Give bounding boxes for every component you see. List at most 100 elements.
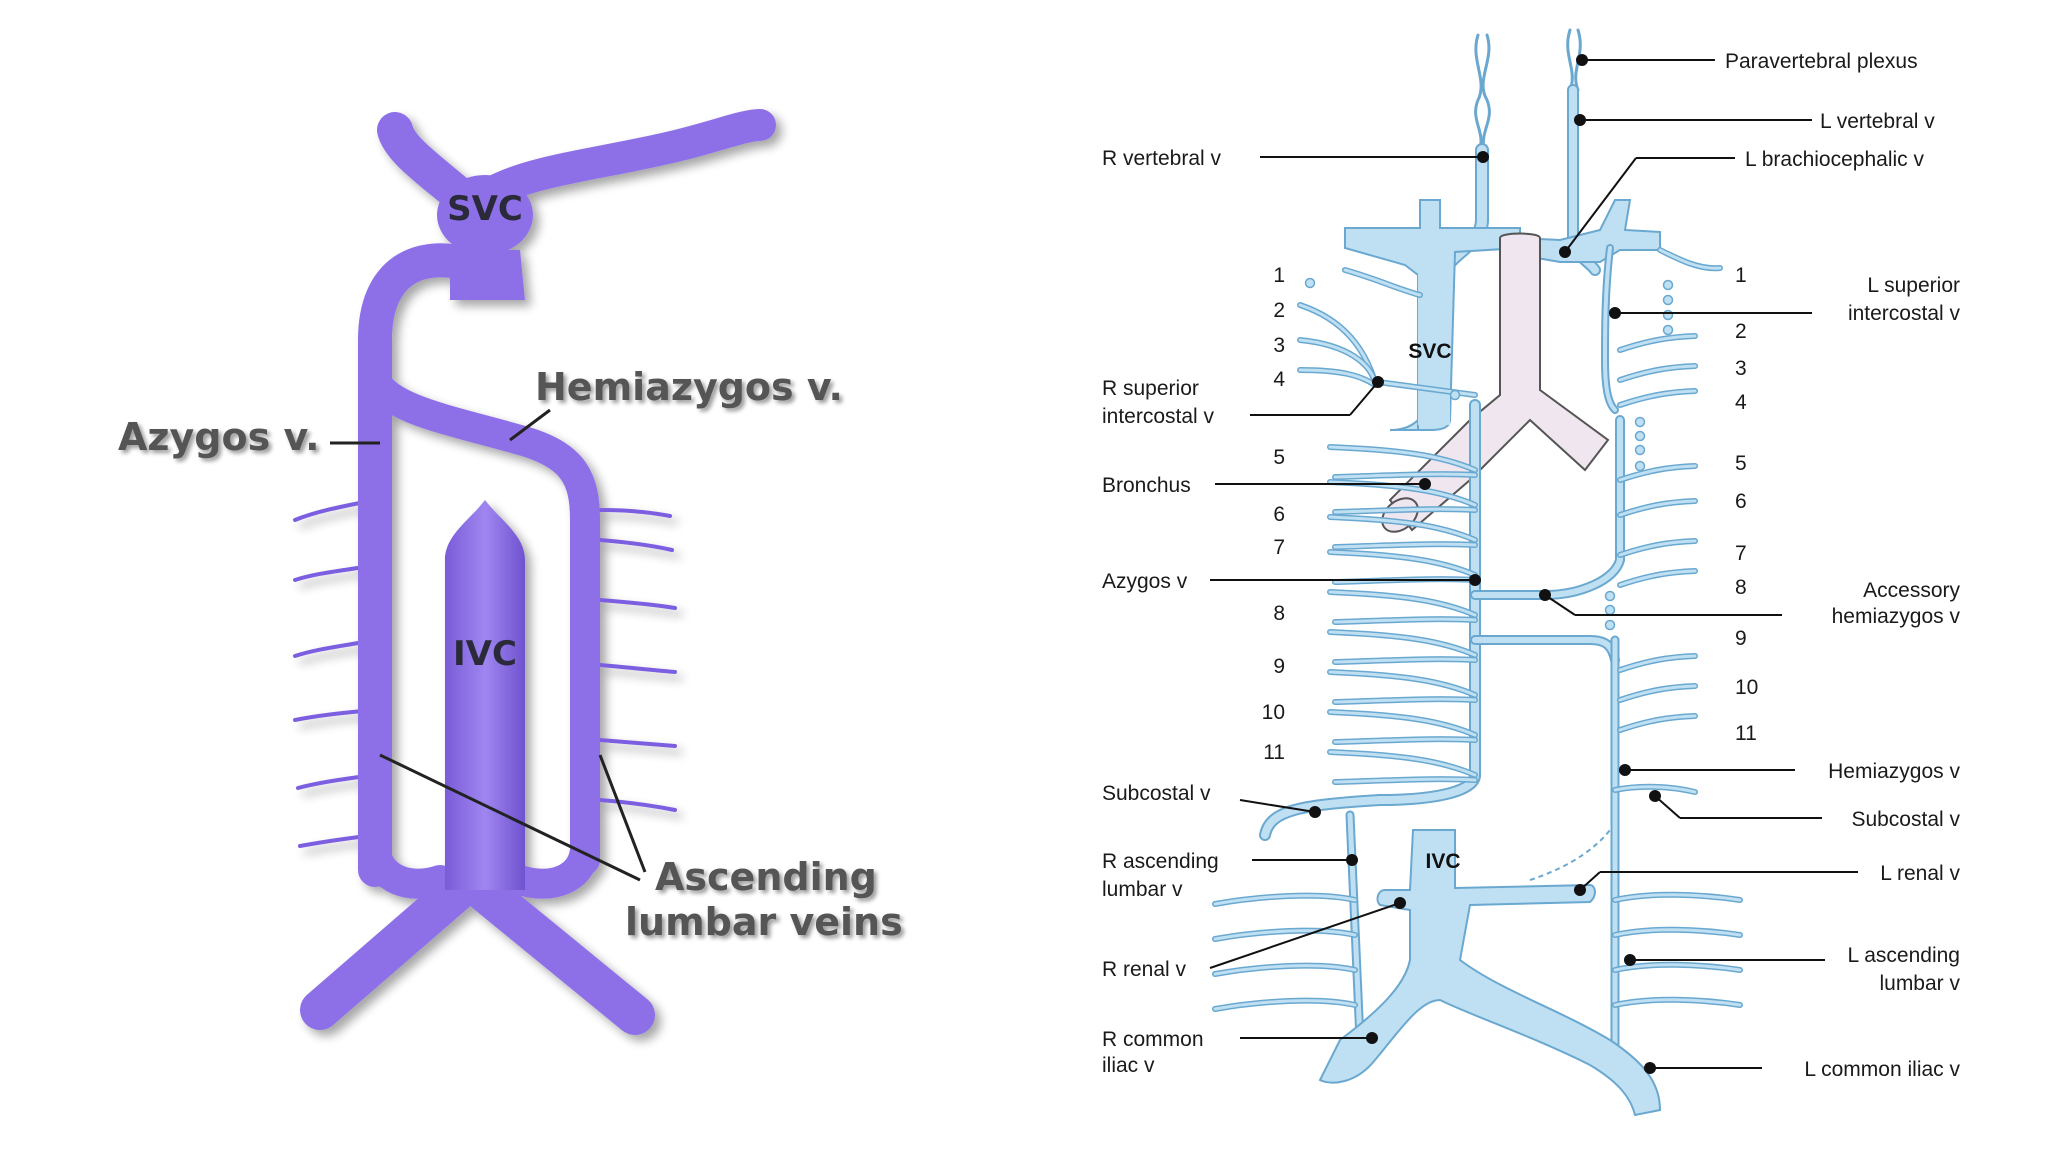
intercostal-vein bbox=[1613, 928, 1742, 937]
intercostal-vein bbox=[1618, 464, 1697, 482]
rib-number-left: 1 bbox=[1273, 264, 1285, 287]
plexus-bead bbox=[1634, 460, 1646, 472]
plexus-bead bbox=[1634, 430, 1646, 442]
intercostal-vein bbox=[1618, 654, 1697, 672]
intercostal-vein-outline bbox=[1327, 629, 1478, 658]
intercostal-vein bbox=[1333, 617, 1477, 624]
rib-number-left: 10 bbox=[1262, 701, 1285, 724]
plexus-bead bbox=[1662, 324, 1674, 336]
plexus-bead bbox=[1634, 416, 1646, 428]
ivc-label-schematic: IVC bbox=[1425, 850, 1460, 873]
l-brachiocephalic-schematic bbox=[1519, 199, 1661, 263]
intercostal-vein bbox=[1613, 998, 1742, 1007]
ascending-lumbar-label-line2: lumbar veins bbox=[625, 900, 903, 944]
intercostal-vein bbox=[1618, 334, 1697, 352]
intercostal-vein bbox=[1613, 963, 1742, 972]
rib-number-right: 6 bbox=[1735, 490, 1747, 513]
rib-number-right: 9 bbox=[1735, 627, 1747, 650]
label-l-ascending-lumbar-1: L ascending bbox=[1848, 944, 1960, 967]
label-accessory-hemiazygos-1: Accessory bbox=[1863, 579, 1960, 602]
rib-number-left: 11 bbox=[1263, 741, 1285, 764]
label-bronchus: Bronchus bbox=[1102, 474, 1191, 497]
plexus-bead bbox=[1662, 279, 1674, 291]
label-l-ascending-lumbar-2: lumbar v bbox=[1879, 972, 1960, 995]
rib-number-right: 8 bbox=[1735, 576, 1747, 599]
azygos-label-3d: Azygos v. bbox=[118, 415, 320, 459]
rib-number-left: 7 bbox=[1273, 536, 1285, 559]
rib-number-right: 11 bbox=[1735, 722, 1757, 745]
rib-number-right: 1 bbox=[1735, 264, 1747, 287]
label-r-superior-intercostal-1: R superior bbox=[1102, 377, 1199, 400]
plexus-bead bbox=[1662, 294, 1674, 306]
label-r-vertebral: R vertebral v bbox=[1102, 147, 1222, 170]
rib-number-right: 4 bbox=[1735, 391, 1747, 414]
intercostal-vein bbox=[1328, 445, 1477, 472]
intercostal-vein bbox=[1298, 338, 1377, 384]
intercostal-vein bbox=[1213, 964, 1357, 976]
ivc-label-3d: IVC bbox=[453, 634, 517, 674]
intercostal-vein-outline bbox=[1657, 247, 1723, 272]
intercostal-vein bbox=[1333, 542, 1477, 549]
intercostal-vein bbox=[1618, 499, 1697, 517]
label-l-superior-intercostal-2: intercostal v bbox=[1848, 302, 1961, 325]
ivc-3d bbox=[445, 500, 525, 890]
label-accessory-hemiazygos-2: hemiazygos v bbox=[1832, 605, 1961, 628]
intercostal-vein bbox=[1333, 777, 1477, 784]
rib-number-left: 6 bbox=[1273, 503, 1285, 526]
intercostal-vein bbox=[1618, 684, 1697, 702]
plexus-bead bbox=[1604, 604, 1616, 616]
rib-number-right: 10 bbox=[1735, 676, 1758, 699]
plexus-bead bbox=[1304, 277, 1316, 289]
intercostal-vein bbox=[1213, 894, 1357, 906]
label-r-common-iliac-2: iliac v bbox=[1102, 1054, 1155, 1077]
intercostal-vein bbox=[1333, 507, 1477, 514]
intercostal-vein bbox=[1298, 368, 1377, 387]
rib-number-left: 9 bbox=[1273, 655, 1285, 678]
intercostal-vein bbox=[1613, 785, 1697, 794]
label-hemiazygos: Hemiazygos v bbox=[1828, 760, 1960, 783]
left-3d-venous-diagram bbox=[293, 109, 776, 1035]
intercostal-vein bbox=[1213, 999, 1357, 1011]
plexus-bead bbox=[1662, 309, 1674, 321]
plexus-bead bbox=[1449, 389, 1461, 401]
intercostal-vein bbox=[1328, 515, 1477, 542]
plexus-bead bbox=[1604, 619, 1616, 631]
plexus-bead bbox=[1634, 444, 1646, 456]
intercostal-vein bbox=[1328, 670, 1477, 697]
left-brachiocephalic-3d bbox=[464, 109, 776, 216]
left-diagram-leader-lines bbox=[330, 408, 647, 882]
left-common-iliac-3d bbox=[300, 860, 490, 1030]
left-diagram-labels: SVC IVC Azygos v. Hemiazygos v. Ascendin… bbox=[118, 189, 903, 944]
intercostal-vein bbox=[1618, 714, 1697, 732]
intercostal-vein-outline bbox=[1327, 549, 1478, 578]
intercostal-vein bbox=[1333, 697, 1477, 704]
right-intercostal-branches bbox=[598, 508, 677, 812]
rib-number-right: 5 bbox=[1735, 452, 1747, 475]
rib-number-left: 3 bbox=[1273, 334, 1285, 357]
label-l-superior-intercostal-1: L superior bbox=[1867, 274, 1960, 297]
label-l-renal: L renal v bbox=[1880, 862, 1960, 885]
svc-junction-3d bbox=[437, 175, 533, 255]
rib-number-left: 5 bbox=[1273, 446, 1285, 469]
label-subcostal-right: Subcostal v bbox=[1102, 782, 1211, 805]
svc-label-schematic: SVC bbox=[1408, 340, 1451, 363]
schematic-intercostal-branches bbox=[1212, 247, 1743, 1012]
right-common-iliac-3d bbox=[450, 860, 655, 1035]
intercostal-vein bbox=[1333, 657, 1477, 664]
rib-number-right: 7 bbox=[1735, 542, 1747, 565]
label-r-ascending-lumbar-2: lumbar v bbox=[1102, 878, 1183, 901]
svc-3d bbox=[450, 250, 525, 300]
label-r-superior-intercostal-2: intercostal v bbox=[1102, 405, 1215, 428]
schematic-dotted-plexus bbox=[1304, 277, 1674, 631]
rib-number-left: 8 bbox=[1273, 602, 1285, 625]
intercostal-vein bbox=[1613, 893, 1742, 902]
azygos-hemiazygos-system bbox=[1259, 244, 1625, 1055]
hemiazygos-label-3d: Hemiazygos v. bbox=[535, 365, 843, 409]
rib-number-right: 3 bbox=[1735, 357, 1747, 380]
hemiazygos-vein-3d bbox=[360, 365, 600, 875]
intercostal-vein bbox=[1328, 710, 1477, 737]
intercostal-vein bbox=[1328, 550, 1477, 577]
label-paravertebral-plexus: Paravertebral plexus bbox=[1725, 50, 1918, 73]
intercostal-vein bbox=[1618, 539, 1697, 557]
